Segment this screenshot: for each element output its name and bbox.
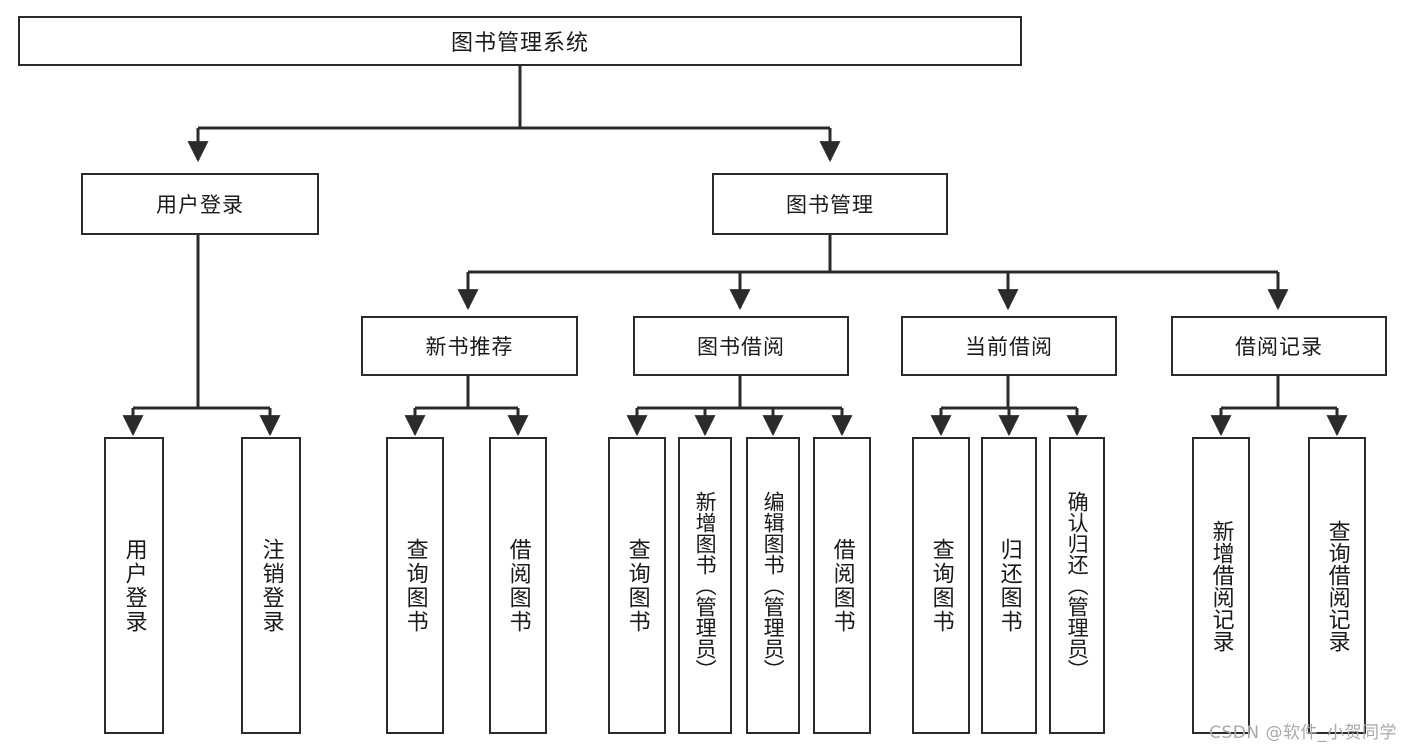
node-label: 新增图书（管理员）	[693, 491, 718, 680]
node-label: 借阅图书	[505, 537, 531, 634]
node-label: 用户登录	[156, 193, 244, 217]
node-label: 图书借阅	[697, 335, 785, 359]
node-label: 用户登录	[121, 537, 147, 634]
node-book-manage[interactable]: 图书管理	[712, 173, 948, 235]
leaf-edit-book[interactable]: 编辑图书（管理员）	[746, 437, 800, 734]
leaf-logout-login[interactable]: 注销登录	[241, 437, 301, 734]
node-label: 新增借阅记录	[1208, 519, 1234, 652]
node-label: 查询借阅记录	[1324, 519, 1350, 652]
node-label: 新书推荐	[425, 335, 514, 359]
leaf-query-book-2[interactable]: 查询图书	[608, 437, 666, 734]
node-label: 图书管理	[786, 193, 874, 217]
leaf-user-login[interactable]: 用户登录	[104, 437, 164, 734]
node-book-management-system[interactable]: 图书管理系统	[18, 16, 1022, 66]
node-borrow-record[interactable]: 借阅记录	[1171, 316, 1387, 376]
node-label: 查询图书	[928, 537, 954, 634]
node-new-book-recommend[interactable]: 新书推荐	[361, 316, 578, 376]
leaf-add-record[interactable]: 新增借阅记录	[1192, 437, 1250, 734]
leaf-confirm-return[interactable]: 确认归还（管理员）	[1049, 437, 1105, 734]
leaf-query-record[interactable]: 查询借阅记录	[1308, 437, 1366, 734]
csdn-watermark: CSDN @软件_小贺同学	[1209, 723, 1397, 743]
leaf-add-book[interactable]: 新增图书（管理员）	[678, 437, 732, 734]
node-label: 借阅图书	[829, 537, 855, 634]
node-label: 注销登录	[258, 537, 284, 634]
leaf-borrow-book-2[interactable]: 借阅图书	[813, 437, 871, 734]
node-label: 图书管理系统	[450, 31, 589, 56]
node-label: 当前借阅	[965, 335, 1053, 359]
leaf-query-book-1[interactable]: 查询图书	[386, 437, 444, 734]
node-label: 归还图书	[996, 537, 1022, 634]
node-label: 查询图书	[624, 537, 650, 634]
leaf-return-book[interactable]: 归还图书	[981, 437, 1037, 734]
node-label: 查询图书	[402, 537, 428, 634]
node-book-borrow[interactable]: 图书借阅	[633, 316, 849, 376]
node-user-login[interactable]: 用户登录	[81, 173, 319, 235]
node-label: 借阅记录	[1235, 335, 1323, 359]
node-current-borrow[interactable]: 当前借阅	[901, 316, 1117, 376]
node-label: 编辑图书（管理员）	[761, 491, 786, 680]
leaf-query-book-3[interactable]: 查询图书	[912, 437, 970, 734]
leaf-borrow-book-1[interactable]: 借阅图书	[489, 437, 547, 734]
node-label: 确认归还（管理员）	[1065, 491, 1090, 680]
